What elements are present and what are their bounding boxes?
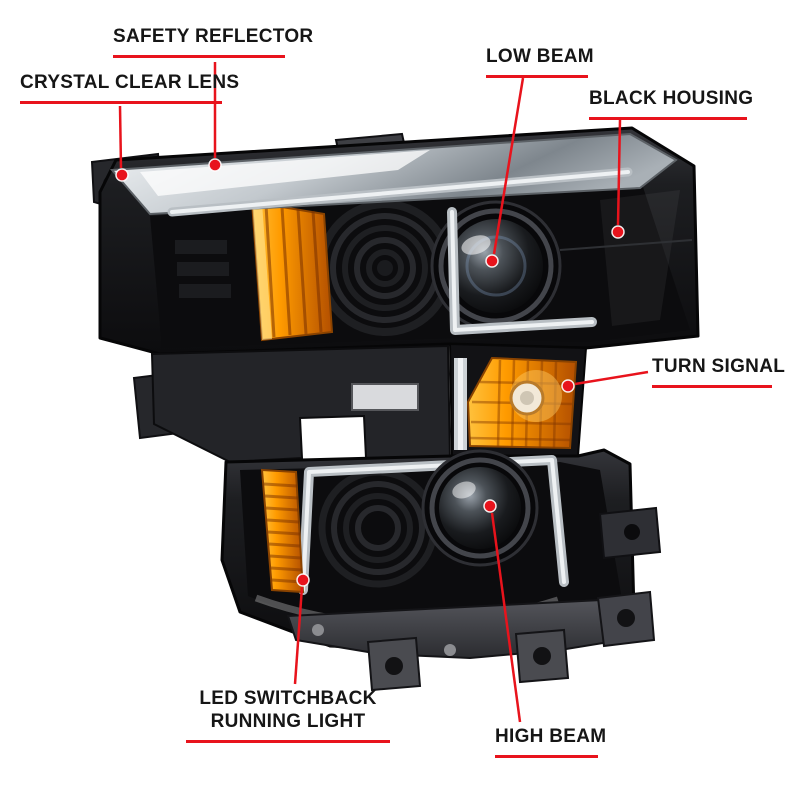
- callout-text-black-housing: BLACK HOUSING: [589, 88, 754, 109]
- callout-text-running-light: RUNNING LIGHT: [210, 710, 366, 732]
- led-light-bar-upper: [167, 167, 633, 217]
- callout-label-black-housing: BLACK HOUSING: [589, 88, 754, 120]
- housing-vents: [175, 240, 231, 298]
- callout-text-safety-reflector: SAFETY REFLECTOR: [113, 26, 314, 47]
- callout-label-low-beam: LOW BEAM: [486, 46, 594, 78]
- callout-line-black-housing: [616, 119, 622, 226]
- callout-text-high-beam: HIGH BEAM: [495, 726, 607, 747]
- callout-dots: [115, 158, 625, 587]
- upper-amber-reflector: [250, 200, 334, 342]
- callout-line-turn-signal: [574, 370, 649, 386]
- callout-label-led-switchback-running-light: LED SWITCHBACK RUNNING LIGHT: [186, 688, 390, 743]
- crystal-clear-lens-strip: [109, 132, 678, 216]
- callout-connectors: [118, 62, 649, 723]
- callout-label-turn-signal: TURN SIGNAL: [652, 356, 786, 388]
- callout-text-led-switchback: LED SWITCHBACK: [199, 688, 377, 709]
- callout-dot-low-beam: [485, 254, 499, 268]
- rear-housing-shelf: [150, 344, 452, 464]
- callout-line-high-beam: [490, 512, 522, 723]
- callout-label-safety-reflector: SAFETY REFLECTOR: [113, 26, 314, 58]
- callout-label-high-beam: HIGH BEAM: [495, 726, 607, 758]
- led-light-bar-lower: [298, 455, 569, 595]
- right-mounting-tab: [598, 506, 662, 560]
- callout-dot-led-switchback: [296, 573, 310, 587]
- lower-amber-reflector: [260, 468, 305, 594]
- callout-line-crystal-clear-lens: [118, 105, 123, 169]
- led-light-bar-mid: [447, 207, 597, 335]
- black-housing-panel: [559, 190, 693, 326]
- callout-dot-safety-reflector: [208, 158, 222, 172]
- callout-line-led-switchback: [293, 586, 304, 685]
- callout-dot-black-housing: [611, 225, 625, 239]
- turn-signal-lamp: [448, 342, 588, 462]
- callout-text-turn-signal: TURN SIGNAL: [652, 356, 786, 377]
- callout-label-crystal-clear-lens: CRYSTAL CLEAR LENS: [20, 72, 240, 104]
- callout-line-low-beam: [492, 77, 525, 255]
- callout-dot-turn-signal: [561, 379, 575, 393]
- callout-dot-crystal-clear-lens: [115, 168, 129, 182]
- callout-text-crystal-clear-lens: CRYSTAL CLEAR LENS: [20, 72, 240, 93]
- callout-text-low-beam: LOW BEAM: [486, 46, 594, 67]
- callout-dot-high-beam: [483, 499, 497, 513]
- housing-slot: [351, 383, 419, 411]
- bottom-mounting-brackets: [286, 590, 656, 692]
- high-beam-projector: [421, 449, 539, 567]
